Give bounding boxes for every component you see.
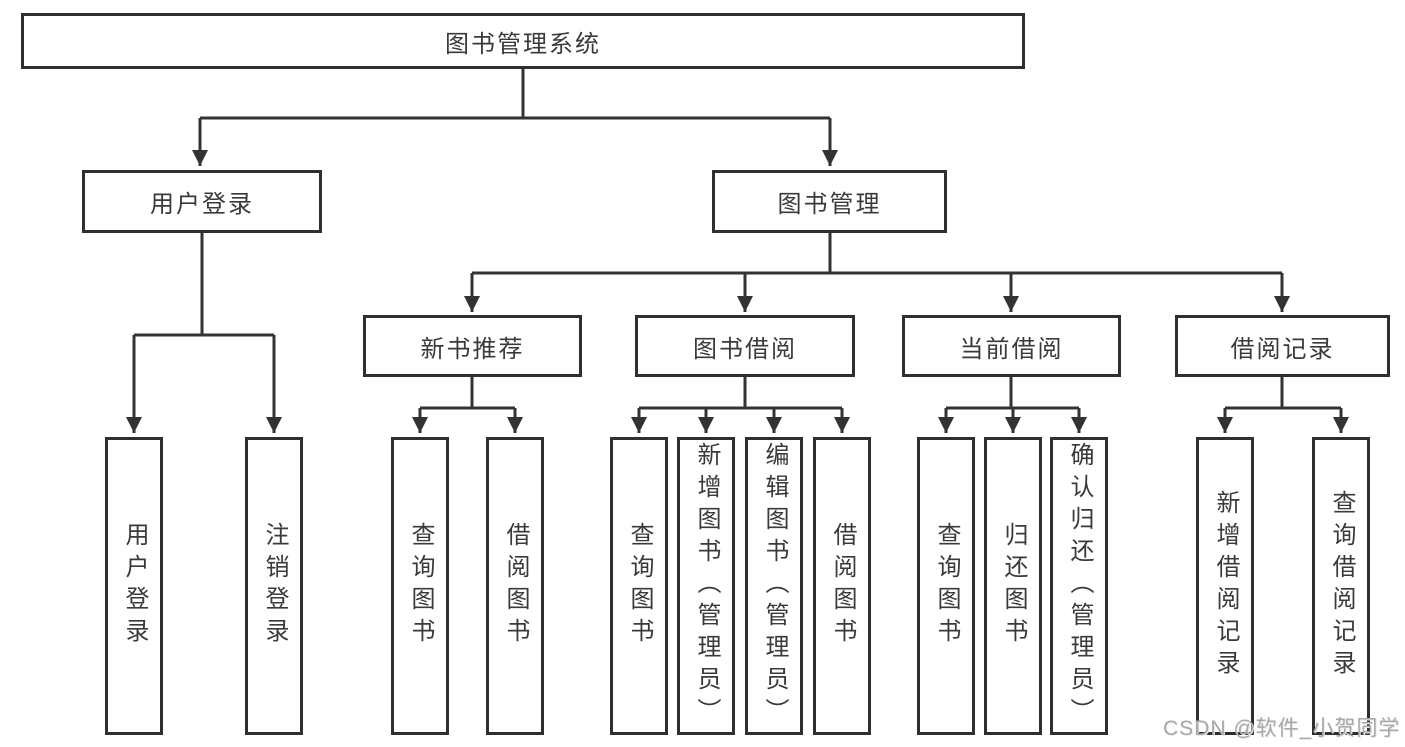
leaf-br-query-record: 查询借阅记录	[1312, 437, 1370, 735]
leaf-cb-return-books: 归还图书	[984, 437, 1042, 735]
leaf-cb-confirm-return-admin-label: 确认归还（管理员）	[1066, 442, 1093, 730]
leaf-br-add-record: 新增借阅记录	[1196, 437, 1254, 735]
leaf-br-query-record-label: 查询借阅记录	[1328, 490, 1355, 682]
leaf-cb-query-books: 查询图书	[917, 437, 975, 735]
leaf-bb-borrow-books-label: 借阅图书	[829, 522, 856, 650]
node-current-borrowing: 当前借阅	[902, 315, 1121, 377]
node-borrowing-records-label: 借阅记录	[1230, 335, 1335, 363]
node-borrowing-records: 借阅记录	[1175, 315, 1390, 377]
leaf-logout: 注销登录	[245, 437, 303, 735]
leaf-bb-query-books: 查询图书	[610, 437, 668, 735]
leaf-user-login: 用户登录	[105, 437, 163, 735]
node-new-book-recommend-label: 新书推荐	[420, 335, 525, 363]
node-current-borrowing-label: 当前借阅	[959, 335, 1064, 363]
node-root-label: 图书管理系统	[445, 30, 601, 58]
leaf-bb-edit-books-admin: 编辑图书（管理员）	[745, 437, 803, 735]
connector-book-mgmt-trunk	[472, 233, 1282, 275]
leaf-cb-query-books-label: 查询图书	[933, 522, 960, 650]
node-user-login: 用户登录	[82, 170, 322, 233]
leaf-br-add-record-label: 新增借阅记录	[1212, 490, 1239, 682]
leaf-user-login-label: 用户登录	[121, 522, 148, 650]
leaf-nb-borrow-books: 借阅图书	[486, 437, 544, 735]
connector-root-trunk	[200, 69, 830, 120]
node-book-borrowing-label: 图书借阅	[693, 335, 797, 363]
leaf-bb-add-books-admin: 新增图书（管理员）	[677, 437, 735, 735]
connector-current-borrow-trunk	[946, 377, 1079, 410]
node-root: 图书管理系统	[21, 13, 1025, 69]
connector-user-login-trunk	[134, 233, 274, 337]
leaf-bb-edit-books-admin-label: 编辑图书（管理员）	[761, 442, 788, 730]
leaf-bb-query-books-label: 查询图书	[626, 522, 653, 650]
leaf-bb-borrow-books: 借阅图书	[813, 437, 871, 735]
connector-book-borrow-trunk	[639, 377, 842, 410]
leaf-nb-query-books-label: 查询图书	[407, 522, 434, 650]
leaf-nb-query-books: 查询图书	[391, 437, 449, 735]
connector-borrow-record-trunk	[1225, 377, 1341, 410]
leaf-bb-add-books-admin-label: 新增图书（管理员）	[693, 442, 720, 730]
watermark: CSDN @软件_小贺同学	[1163, 717, 1401, 740]
node-book-management: 图书管理	[712, 170, 947, 233]
leaf-nb-borrow-books-label: 借阅图书	[502, 522, 529, 650]
node-book-borrowing: 图书借阅	[635, 315, 855, 377]
leaf-logout-label: 注销登录	[261, 522, 288, 650]
leaf-cb-return-books-label: 归还图书	[1000, 522, 1027, 650]
node-book-management-label: 图书管理	[777, 191, 882, 218]
node-new-book-recommend: 新书推荐	[363, 315, 582, 377]
leaf-cb-confirm-return-admin: 确认归还（管理员）	[1050, 437, 1108, 735]
connector-new-book-trunk	[420, 377, 515, 410]
node-user-login-label: 用户登录	[150, 191, 254, 218]
